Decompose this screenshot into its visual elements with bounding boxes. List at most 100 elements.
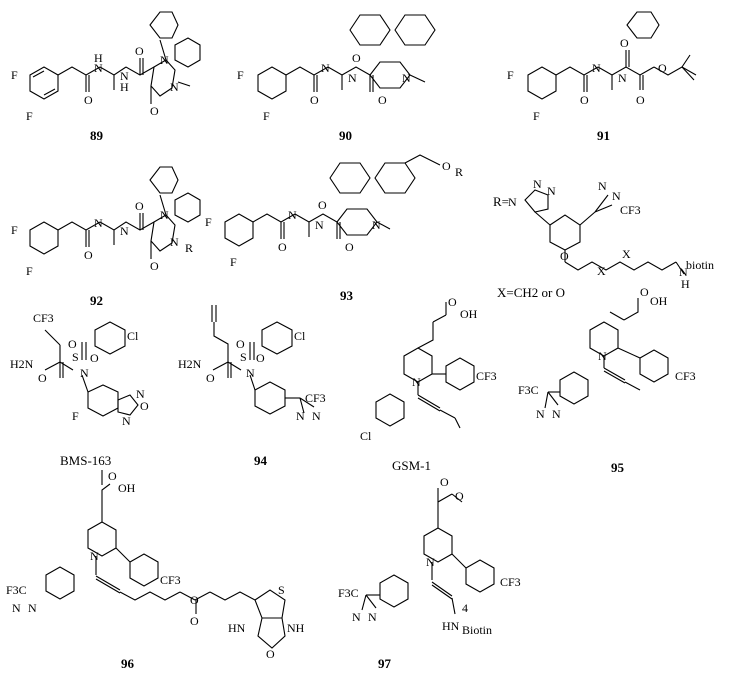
atom-label: Cl	[294, 329, 306, 343]
atom-label: O	[108, 469, 117, 483]
atom-label: O	[440, 475, 449, 489]
atom-label: NH	[287, 621, 305, 635]
compound-label: 92	[90, 293, 103, 308]
atom-label: N	[315, 218, 324, 232]
compound-90: F F N O O N O N 90	[237, 14, 436, 143]
atom-label: N	[170, 80, 179, 94]
atom-label: HN	[228, 621, 246, 635]
atom-label: S	[240, 350, 247, 364]
atom-label: O	[256, 351, 265, 365]
atom-label: N	[321, 61, 330, 75]
atom-label: N	[136, 387, 145, 401]
atom-label: 4	[462, 601, 468, 615]
atom-label: O	[658, 61, 667, 75]
atom-label: F3C	[518, 383, 539, 397]
atom-label: O	[206, 371, 215, 385]
compound-label: BMS-163	[60, 453, 111, 468]
compound-93: F F N O O N O N O R 93	[205, 154, 463, 303]
atom-label: O	[135, 199, 144, 213]
compound-89: F F N H O O N H O N N 89	[11, 11, 201, 143]
atom-label: R	[185, 241, 193, 255]
atom-label: X	[622, 247, 631, 261]
atom-label: F	[230, 255, 237, 269]
atom-label: O	[38, 371, 47, 385]
compound-label: 97	[378, 656, 392, 671]
atom-label: O	[278, 240, 287, 254]
compound-gsm-1: O OH N CF3 Cl GSM-1	[360, 295, 497, 473]
atom-label: N	[120, 69, 129, 83]
atom-label: Cl	[127, 329, 139, 343]
atom-label: O	[190, 593, 199, 607]
atom-label: S	[278, 583, 285, 597]
atom-label: O	[560, 249, 569, 263]
atom-label: N	[412, 375, 421, 389]
atom-label: O	[310, 93, 319, 107]
atom-label: OH	[650, 294, 668, 308]
atom-label: N	[120, 224, 129, 238]
atom-label: N	[547, 184, 556, 198]
compound-label: 90	[339, 128, 352, 143]
atom-label: O	[345, 240, 354, 254]
atom-label: Biotin	[462, 623, 492, 637]
atom-label: O	[378, 93, 387, 107]
atom-label: N	[94, 61, 103, 75]
atom-label: H	[681, 277, 690, 291]
compound-label: 93	[340, 288, 354, 303]
atom-label: R	[455, 165, 463, 179]
atom-label: O	[68, 337, 77, 351]
atom-label: F	[263, 109, 270, 123]
atom-label: N	[368, 610, 377, 624]
atom-label: F	[11, 223, 18, 237]
atom-label: H2N	[178, 357, 202, 371]
atom-label: F	[26, 264, 33, 278]
compound-label: 89	[90, 128, 104, 143]
atom-label: N	[288, 208, 297, 222]
atom-label: N	[598, 349, 607, 363]
atom-label: CF3	[620, 203, 641, 217]
atom-label: O	[636, 93, 645, 107]
atom-label: F	[533, 109, 540, 123]
compound-label: 91	[597, 128, 610, 143]
compound-label: 95	[611, 460, 625, 475]
atom-label: O	[455, 489, 464, 503]
atom-label: N	[372, 218, 381, 232]
atom-label: N	[246, 366, 255, 380]
atom-label: CF3	[33, 311, 54, 325]
atom-label: O	[318, 198, 327, 212]
atom-label: CF3	[305, 391, 326, 405]
atom-label: CF3	[500, 575, 521, 589]
atom-label: O	[84, 248, 93, 262]
atom-label: F3C	[338, 586, 359, 600]
compound-96: O OH N CF3 F3C N N O O S HN NH O 96	[6, 469, 305, 671]
atom-label: N	[160, 53, 169, 67]
atom-label: F	[237, 68, 244, 82]
atom-label: H	[120, 80, 129, 94]
atom-label: N	[508, 195, 517, 209]
compound-label: 96	[121, 656, 135, 671]
atom-label: X	[597, 264, 606, 278]
atom-label: Cl	[360, 429, 372, 443]
atom-label: F	[205, 215, 212, 229]
atom-label: N	[618, 71, 627, 85]
atom-label: O	[140, 399, 149, 413]
compound-97: O O N CF3 F3C N N 4 HN Biotin 97	[338, 475, 521, 671]
x-definition: X=CH2 or O	[497, 285, 565, 300]
atom-label: biotin	[686, 258, 714, 272]
atom-label: N	[552, 407, 561, 421]
atom-label: O	[640, 285, 649, 299]
atom-label: H	[94, 51, 103, 65]
atom-label: F3C	[6, 583, 27, 597]
compound-label: GSM-1	[392, 458, 431, 473]
atom-label: N	[160, 208, 169, 222]
atom-label: N	[312, 409, 321, 423]
atom-label: O	[150, 104, 159, 118]
atom-label: N	[94, 216, 103, 230]
atom-label: N	[352, 610, 361, 624]
atom-label: O	[84, 93, 93, 107]
atom-label: O	[620, 36, 629, 50]
atom-label: N	[592, 61, 601, 75]
atom-label: F	[507, 68, 514, 82]
atom-label: H2N	[10, 357, 34, 371]
atom-label: R=	[493, 194, 509, 209]
